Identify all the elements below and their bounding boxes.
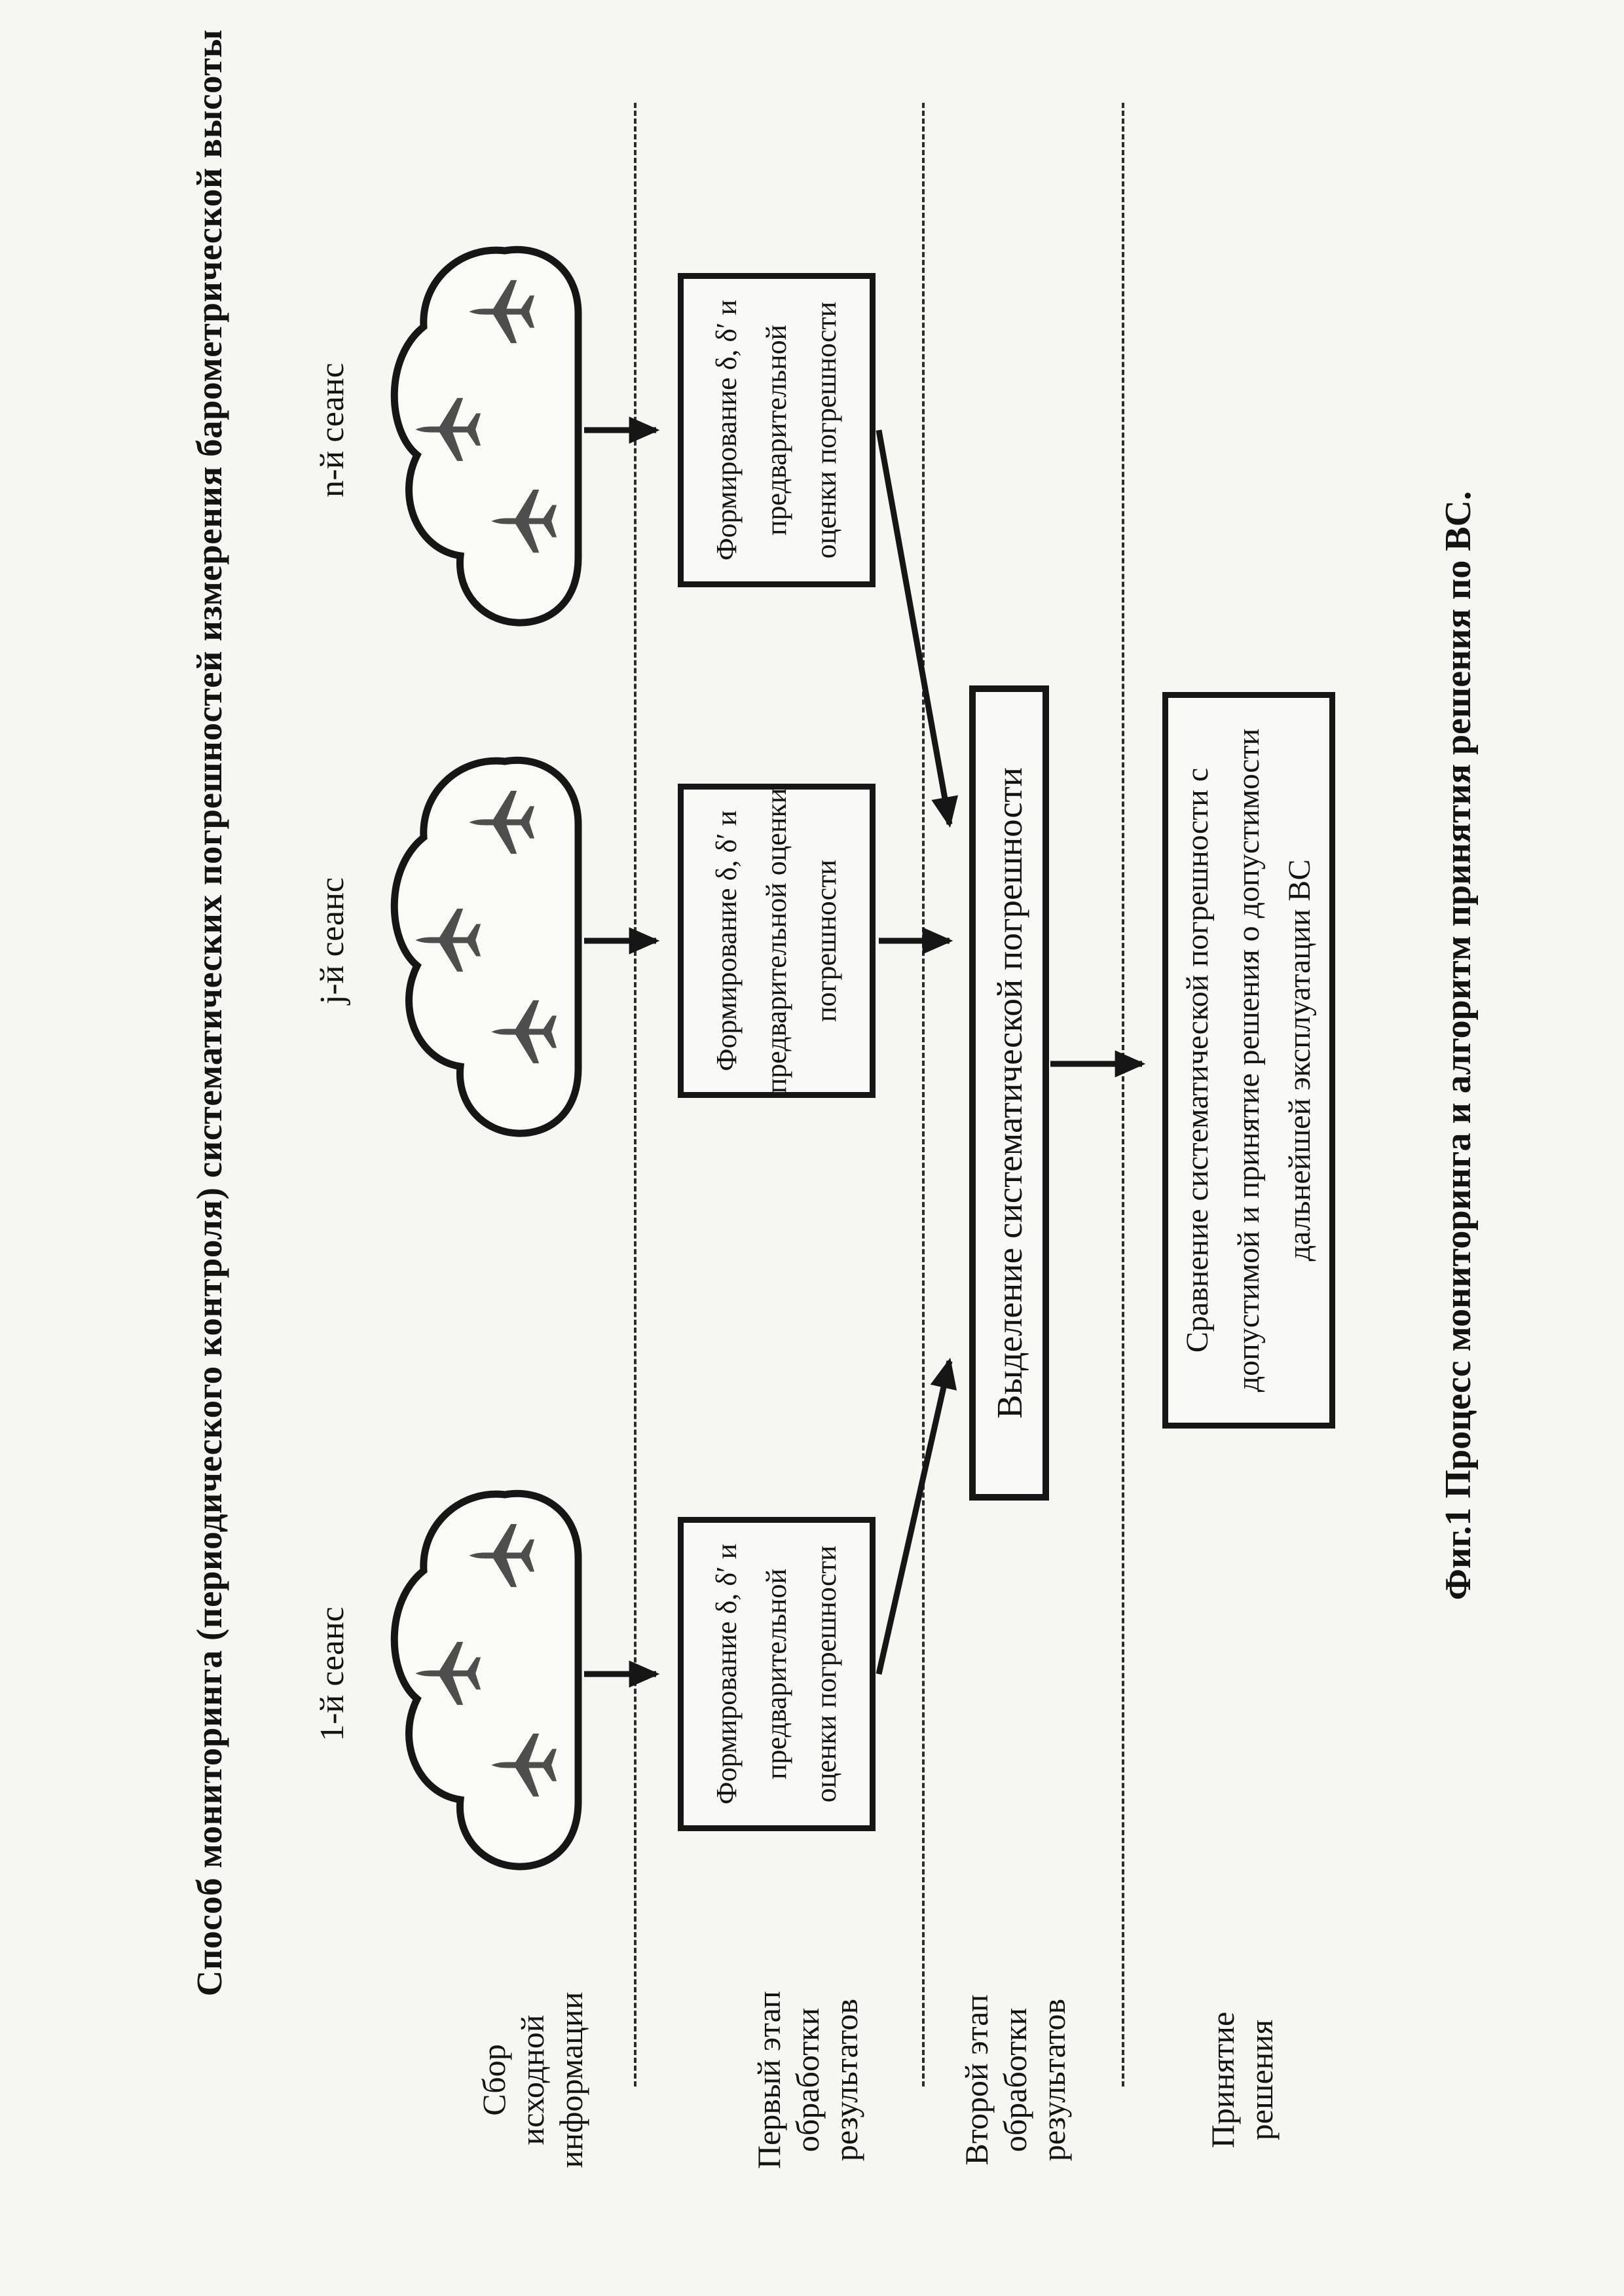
cloud-session-1	[390, 1489, 582, 1870]
cloud-session-n	[390, 246, 582, 627]
arrow-box1-to-extraction	[876, 1357, 957, 1675]
cloud-session-j	[390, 756, 582, 1137]
figure-caption: Фиг.1 Процесс мониторинга и алгоритм при…	[1438, 490, 1479, 1601]
arrow-boxn-to-extraction	[876, 429, 959, 828]
cloud-shape	[390, 1489, 582, 1870]
cloud-shape	[390, 756, 582, 1137]
cloud-shape	[390, 246, 582, 627]
